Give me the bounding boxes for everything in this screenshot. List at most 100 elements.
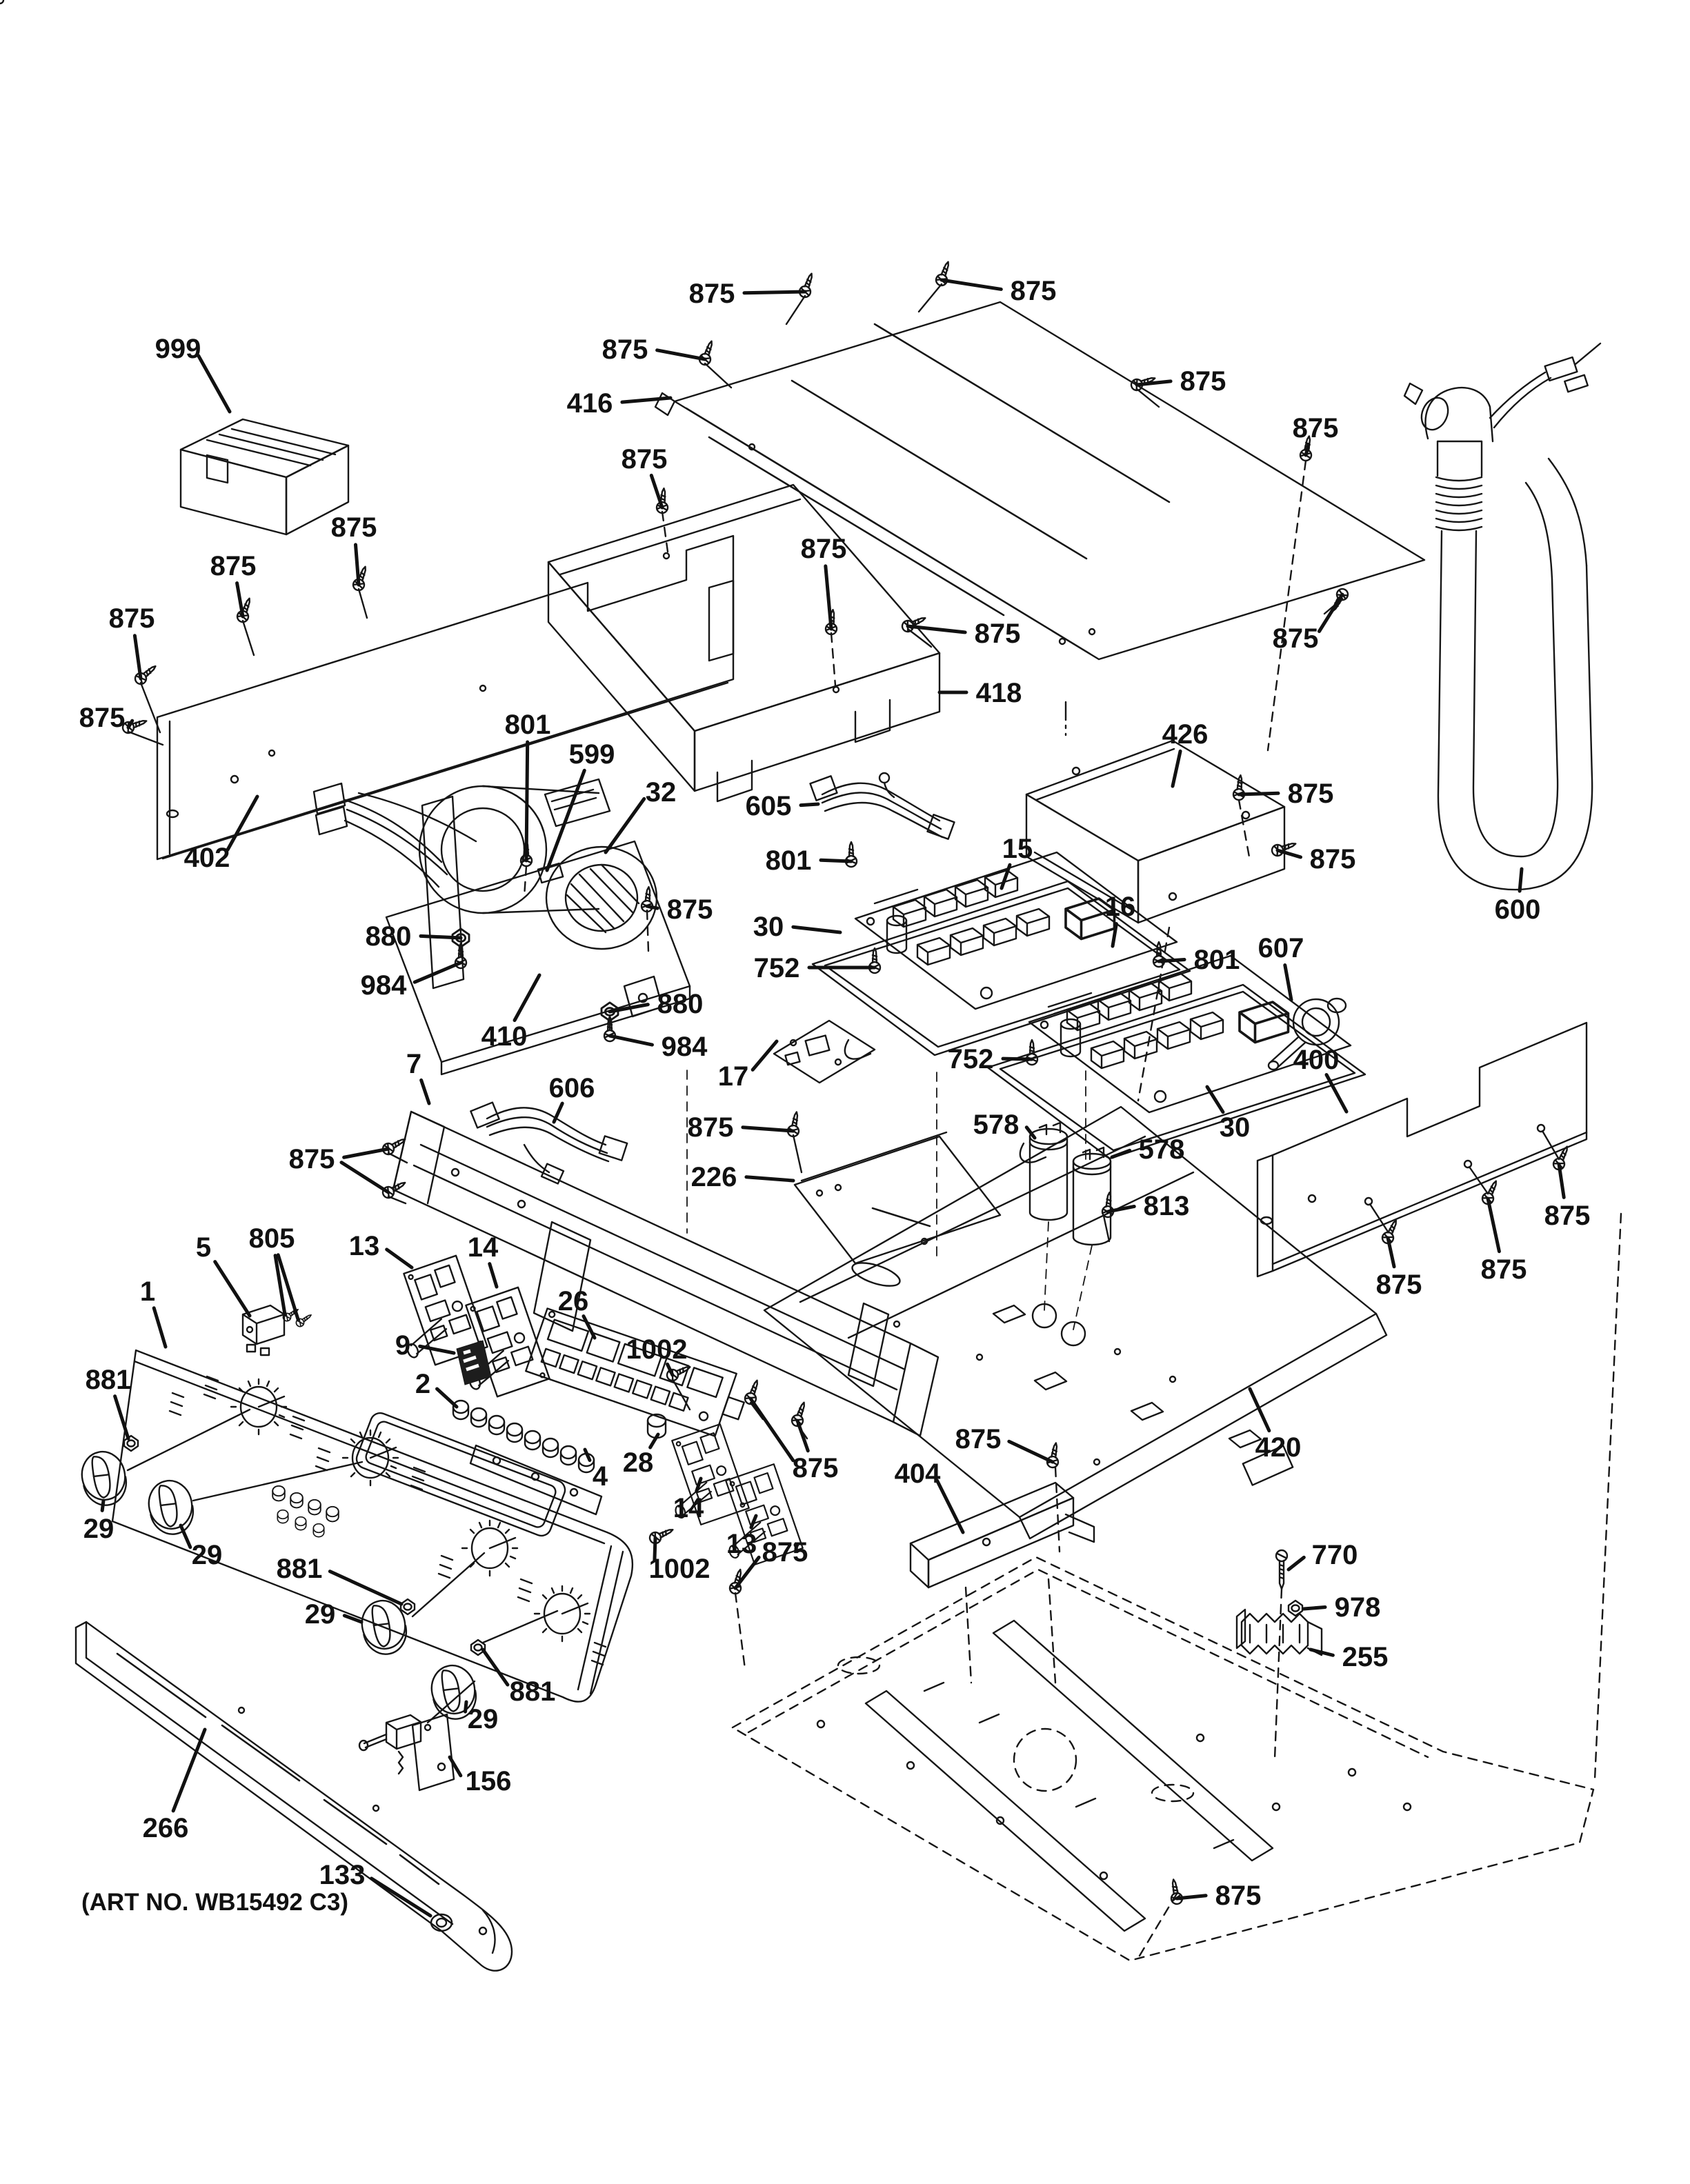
part-label-1002: 1002	[626, 1334, 688, 1365]
part-label-1: 1	[140, 1276, 155, 1307]
part-label-875: 875	[1376, 1270, 1422, 1300]
part-418-vent-duct	[547, 483, 941, 803]
leader-line	[749, 1514, 758, 1530]
leader-line	[213, 1260, 252, 1318]
part-600-drain-hose	[1403, 342, 1602, 891]
part-17-small-board	[773, 1019, 876, 1084]
leader-line	[513, 973, 541, 1023]
part-255-terminal-block	[1235, 1608, 1323, 1656]
part-label-875: 875	[688, 1112, 734, 1143]
leader-line	[795, 1419, 810, 1453]
part-label-13: 13	[349, 1231, 380, 1261]
part-266-bottom-trim	[74, 1621, 513, 1972]
part-label-875: 875	[1180, 366, 1226, 397]
leader-line	[179, 1523, 192, 1550]
leader-line	[655, 348, 707, 361]
part-label-29: 29	[83, 1514, 115, 1544]
part-label-813: 813	[1144, 1191, 1190, 1221]
leader-line	[649, 473, 664, 510]
part-416-top-cover	[654, 283, 1426, 752]
part-label-28: 28	[623, 1447, 654, 1478]
leader-line	[552, 1101, 564, 1124]
part-label-226: 226	[691, 1162, 737, 1192]
leader-line	[1304, 443, 1311, 457]
leader-line	[824, 564, 833, 631]
leader-line	[645, 904, 659, 910]
leader-line	[152, 1306, 168, 1349]
part-label-880: 880	[366, 921, 412, 952]
part-label-29: 29	[192, 1540, 223, 1570]
part-label-875: 875	[793, 1453, 839, 1483]
part-label-875: 875	[622, 444, 668, 474]
part-label-984: 984	[662, 1032, 708, 1062]
part-label-801: 801	[1194, 945, 1240, 975]
leader-line	[1386, 1236, 1396, 1269]
leader-line	[226, 794, 259, 852]
leader-line	[1486, 1196, 1501, 1254]
part-26-display-board	[525, 1308, 745, 1437]
leader-line	[1024, 1125, 1037, 1140]
part-label-14: 14	[468, 1232, 499, 1263]
part-label-420: 420	[1255, 1432, 1302, 1463]
part-label-255: 255	[1342, 1642, 1389, 1672]
part-label-600: 600	[1495, 894, 1541, 925]
part-4-button-strip	[469, 1444, 603, 1516]
part-400-right-side-panel	[1256, 1021, 1622, 1781]
part-label-770: 770	[1312, 1540, 1358, 1570]
part-label-416: 416	[567, 388, 613, 419]
part-999-insulation-box	[179, 418, 350, 536]
leader-line	[1106, 1204, 1136, 1214]
part-label-599: 599	[569, 739, 615, 770]
leader-line	[488, 1262, 499, 1289]
leader-line	[695, 1476, 703, 1493]
part-605-wire-harness	[809, 772, 955, 840]
part-30-board-tray-right	[986, 983, 1366, 1163]
leader-line	[448, 1755, 463, 1778]
part-226-bracket	[792, 1131, 1002, 1265]
leader-line	[1135, 379, 1173, 387]
leader-line	[583, 1447, 592, 1462]
part-label-418: 418	[976, 678, 1022, 708]
part-label-402: 402	[184, 843, 230, 873]
leader-line	[1275, 848, 1303, 859]
part-16-control-board	[1028, 954, 1352, 1114]
leader-line	[171, 1727, 207, 1813]
leader-line	[126, 719, 135, 730]
part-label-875: 875	[289, 1144, 335, 1174]
part-label-404: 404	[895, 1459, 941, 1489]
leader-line	[581, 1314, 597, 1340]
part-label-875: 875	[331, 512, 377, 543]
leader-line	[906, 624, 967, 634]
part-label-29: 29	[305, 1599, 336, 1630]
part-label-606: 606	[549, 1073, 595, 1103]
leader-line	[273, 1254, 287, 1316]
leader-line	[935, 1479, 965, 1534]
part-label-875: 875	[975, 619, 1021, 649]
leader-line	[1175, 1894, 1208, 1901]
part-label-133: 133	[319, 1860, 366, 1890]
part-label-805: 805	[249, 1223, 295, 1254]
leader-line	[1205, 1085, 1225, 1114]
leader-line	[481, 1647, 510, 1687]
part-606-wire-harness	[470, 1101, 628, 1185]
part-label-5: 5	[196, 1232, 211, 1263]
leader-line	[342, 1614, 364, 1624]
leader-line	[750, 1039, 779, 1072]
leader-line	[1324, 1073, 1349, 1114]
leader-line	[385, 1248, 414, 1270]
part-label-875: 875	[801, 534, 847, 564]
leader-line	[1237, 791, 1280, 797]
leader-line	[419, 934, 463, 940]
part-15-control-board	[854, 851, 1178, 1010]
leader-line	[1309, 1647, 1335, 1657]
leader-line	[1283, 963, 1293, 1002]
part-label-266: 266	[143, 1813, 189, 1843]
leader-line	[666, 1362, 675, 1377]
part-label-881: 881	[277, 1554, 323, 1584]
leader-line	[620, 396, 673, 404]
part-label-881: 881	[86, 1365, 132, 1395]
part-label-30: 30	[753, 912, 784, 942]
leader-line	[412, 961, 463, 984]
leader-line	[1286, 1555, 1306, 1572]
